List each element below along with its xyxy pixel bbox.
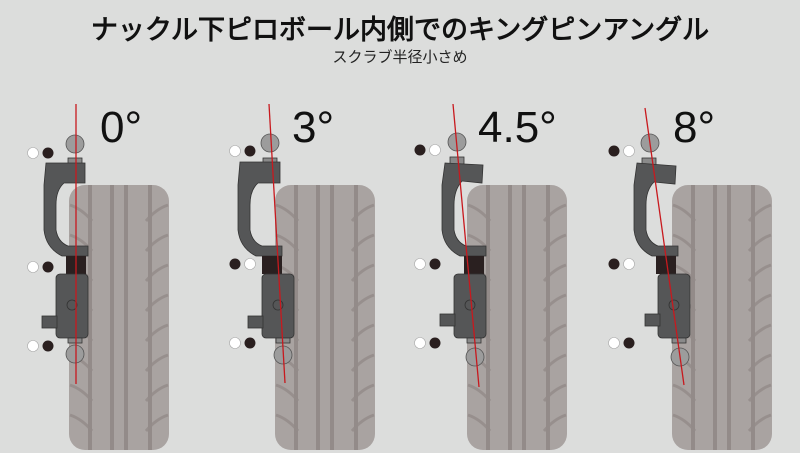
suspension-diagram (414, 103, 567, 450)
tire (467, 185, 567, 450)
adjust-dots-top (414, 144, 441, 156)
kingpin-panel-8: 8° (590, 0, 790, 453)
lower-ball-joint (465, 347, 485, 367)
adjust-dots-top (229, 145, 256, 157)
adjust-dots-top (608, 145, 635, 157)
tire (275, 185, 375, 450)
adjust-dots-middle (608, 258, 635, 270)
upper-knuckle (237, 157, 283, 257)
adjust-dots-top (27, 147, 54, 159)
kingpin-axis-line (452, 103, 480, 388)
angle-label: 8° (673, 103, 716, 152)
upper-knuckle (633, 157, 679, 257)
suspension-diagram (27, 104, 169, 450)
lower-arm-block (464, 256, 484, 274)
angle-label: 0° (100, 103, 143, 152)
lower-knuckle (247, 273, 295, 344)
suspension-diagram (229, 103, 375, 450)
upper-ball-joint (260, 133, 280, 153)
kingpin-axis-line (644, 107, 685, 386)
lower-arm-block (656, 256, 676, 274)
adjust-dots-bottom (608, 337, 635, 349)
suspension-diagram (608, 107, 772, 450)
adjust-dots-bottom (229, 337, 256, 349)
kingpin-panel-3: 3° (200, 0, 400, 453)
kingpin-axis-line (268, 103, 286, 384)
lower-knuckle (644, 273, 691, 344)
page-subtitle: スクラブ半径小さめ (332, 48, 468, 66)
upper-knuckle (43, 157, 89, 257)
adjust-dots-bottom (414, 337, 441, 349)
adjust-dots-middle (414, 258, 441, 270)
lower-knuckle (41, 273, 89, 344)
upper-ball-joint (65, 134, 85, 154)
angle-label: 4.5° (478, 103, 557, 152)
lower-knuckle (439, 273, 487, 344)
lower-arm-block (262, 256, 282, 274)
angle-label: 3° (292, 103, 335, 152)
upper-knuckle (441, 156, 487, 257)
adjust-dots-bottom (27, 340, 54, 352)
kingpin-panel-4-5: 4.5° (400, 0, 600, 453)
adjust-dots-middle (27, 261, 54, 273)
kingpin-panel-0: 0° (0, 0, 200, 453)
page-title: ナックル下ピロボール内側でのキングピンアングル (90, 15, 710, 46)
lower-ball-joint (65, 344, 85, 364)
adjust-dots-middle (229, 258, 256, 270)
